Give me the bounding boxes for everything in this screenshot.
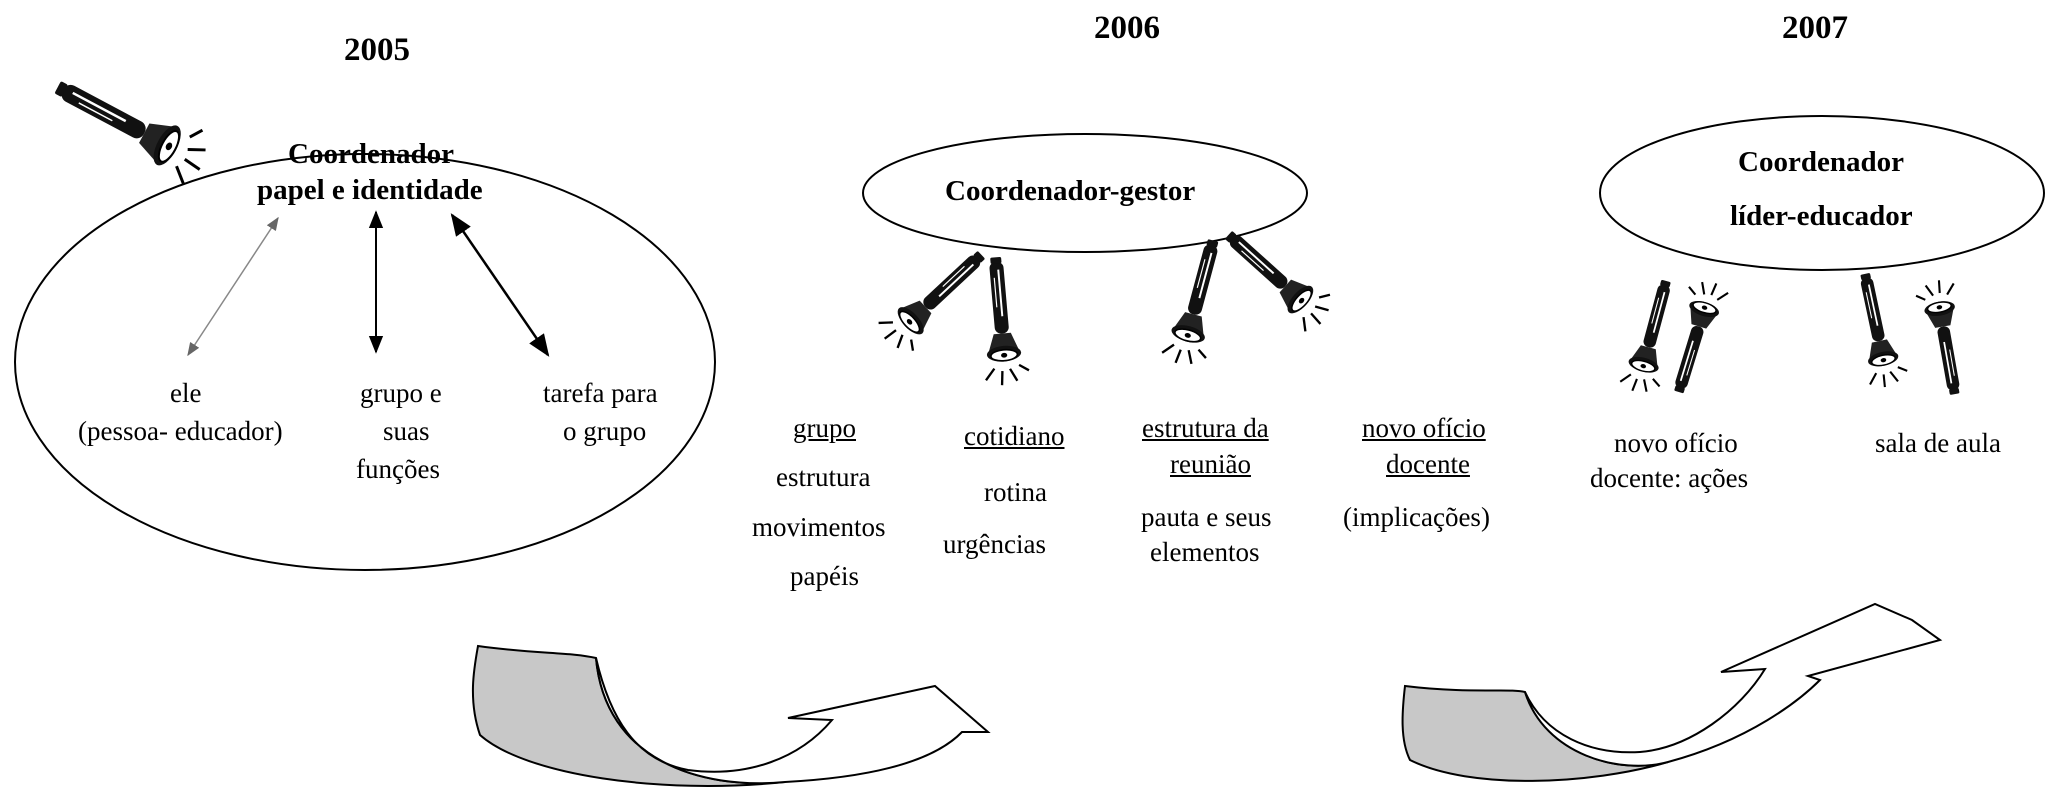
node-sala-de-aula: sala de aula xyxy=(1875,428,2001,458)
title-2005-line1: Coordenador xyxy=(288,138,454,170)
node-grupo-item: estrutura xyxy=(776,462,871,492)
node-novo-oficio-item: (implicações) xyxy=(1343,502,1490,532)
node-grupo-item: movimentos xyxy=(752,512,886,542)
year-2005: 2005 xyxy=(344,32,410,68)
flashlight-icon xyxy=(1213,216,1341,337)
node-estrutura-item: elementos xyxy=(1150,537,1260,567)
year-2006: 2006 xyxy=(1094,10,1160,46)
flashlight-icon xyxy=(1159,234,1237,372)
curved-arrow-icon xyxy=(1401,602,1943,782)
year-2007: 2007 xyxy=(1782,10,1848,46)
node-grupo-line3: funções xyxy=(356,454,440,484)
node-grupo-line2: suas xyxy=(383,416,430,446)
node-estrutura-heading: reunião xyxy=(1170,449,1251,479)
ellipse-2007 xyxy=(1599,115,2045,271)
ellipse-2006 xyxy=(862,133,1308,253)
node-tarefa-line2: o grupo xyxy=(563,416,647,446)
node-estrutura-heading: estrutura da xyxy=(1142,413,1269,443)
title-2007-line1: Coordenador xyxy=(1738,146,1904,178)
title-2007-line2: líder-educador xyxy=(1730,200,1913,232)
flashlight-icon xyxy=(1657,275,1731,399)
curved-arrow-icon xyxy=(471,644,991,787)
title-2006: Coordenador-gestor xyxy=(945,175,1196,207)
node-cotidiano-item: urgências xyxy=(943,529,1046,559)
node-novo-oficio-heading: docente xyxy=(1386,449,1470,479)
node-tarefa-line1: tarefa para xyxy=(543,378,658,408)
node-novo-oficio-heading: novo ofício xyxy=(1362,413,1486,443)
flashlight-icon xyxy=(43,59,219,189)
flashlight-icon xyxy=(872,238,999,361)
title-2005-line2: papel e identidade xyxy=(257,174,483,206)
arrow-ele xyxy=(187,216,279,357)
flashlight-icon xyxy=(1846,268,1911,392)
arrow-tarefa xyxy=(450,213,550,357)
node-cotidiano-item: rotina xyxy=(984,477,1047,507)
node-ele-line2: (pessoa- educador) xyxy=(78,416,283,446)
node-grupo-item: papéis xyxy=(790,561,859,591)
flashlight-icon xyxy=(974,254,1032,388)
node-grupo-heading: grupo xyxy=(793,413,856,443)
node-novo-oficio-acoes: docente: ações xyxy=(1590,463,1749,493)
node-estrutura-item: pauta e seus xyxy=(1141,502,1272,532)
ellipse-2005 xyxy=(14,153,716,571)
node-novo-oficio-acoes: novo ofício xyxy=(1614,428,1738,458)
node-grupo-line1: grupo e xyxy=(360,378,442,408)
node-ele-line1: ele xyxy=(170,378,202,408)
node-cotidiano-heading: cotidiano xyxy=(964,421,1065,451)
flashlight-icon xyxy=(1913,276,1974,399)
